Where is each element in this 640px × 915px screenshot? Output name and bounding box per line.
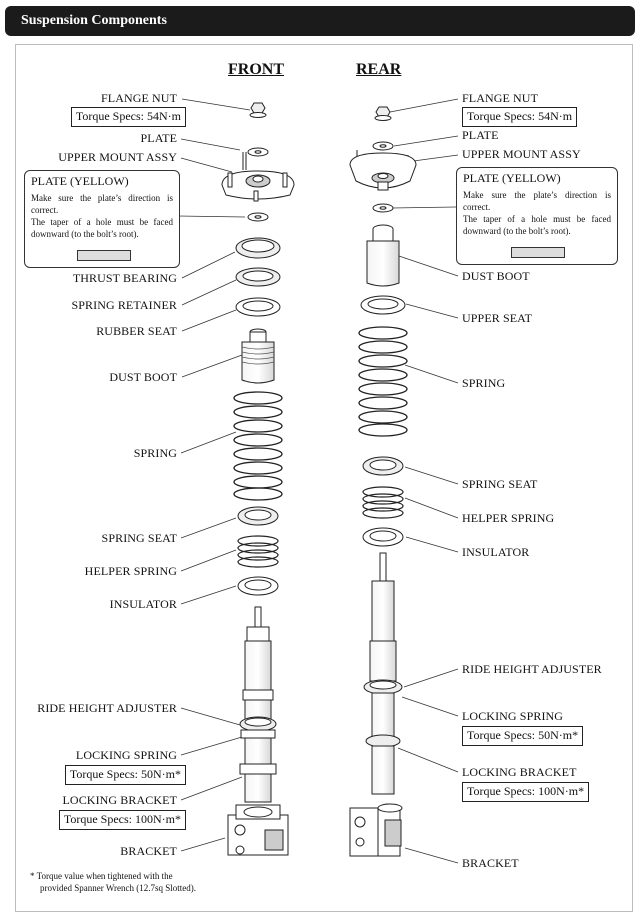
rear-locking-bracket-torque: Torque Specs: 100N·m*	[462, 782, 590, 802]
rear-spring-label: SPRING	[462, 376, 506, 390]
rear-note-body: Make sure the plate’s direction is corre…	[463, 190, 611, 236]
rear-note-title: PLATE (YELLOW)	[463, 171, 561, 185]
front-bracket-label: BRACKET	[120, 844, 177, 858]
rear-parts	[349, 106, 417, 857]
rear-ride-height-label: RIDE HEIGHT ADJUSTER	[462, 662, 602, 676]
torque-footnote: * Torque value when tightened with the p…	[30, 871, 196, 893]
front-thrust-bearing-label: THRUST BEARING	[72, 271, 177, 285]
rear-flange-nut-torque: Torque Specs: 54N·m	[462, 107, 578, 127]
page-title: Suspension Components	[21, 13, 167, 28]
front-spring-label: SPRING	[133, 446, 177, 460]
rear-dust-boot-label: DUST BOOT	[462, 269, 530, 283]
front-spring-retainer-label: SPRING RETAINER	[71, 298, 177, 312]
front-plate-note: PLATE (YELLOW) Make sure the plate’s dir…	[24, 170, 180, 268]
rear-helper-spring-label: HELPER SPRING	[462, 511, 555, 525]
rear-plate-note: PLATE (YELLOW) Make sure the plate’s dir…	[456, 167, 618, 265]
rear-upper-seat-label: UPPER SEAT	[462, 311, 533, 325]
front-title: FRONT	[228, 61, 284, 78]
front-note-title: PLATE (YELLOW)	[31, 174, 129, 188]
rear-upper-mount-label: UPPER MOUNT ASSY	[462, 147, 581, 161]
rear-title: REAR	[356, 61, 402, 78]
front-dust-boot-label: DUST BOOT	[109, 370, 177, 384]
front-plate-label: PLATE	[140, 131, 177, 145]
front-locking-bracket-torque: Torque Specs: 100N·m*	[58, 810, 186, 830]
front-helper-spring-label: HELPER SPRING	[84, 564, 177, 578]
front-parts	[221, 102, 295, 856]
front-upper-mount-label: UPPER MOUNT ASSY	[58, 150, 177, 164]
rear-locking-spring-torque: Torque Specs: 50N·m*	[462, 726, 584, 746]
front-note-body: Make sure the plate’s direction is corre…	[31, 193, 173, 239]
header-bar: Suspension Components	[5, 6, 635, 36]
front-locking-spring-label: LOCKING SPRING	[75, 748, 177, 762]
front-flange-nut-label: FLANGE NUT	[101, 91, 177, 105]
rear-flange-nut-label: FLANGE NUT	[462, 91, 538, 105]
front-locking-spring-torque: Torque Specs: 50N·m*	[64, 765, 186, 785]
front-ride-height-label: RIDE HEIGHT ADJUSTER	[37, 701, 177, 715]
front-insulator-label: INSULATOR	[109, 597, 177, 611]
plate-direction-icon	[77, 250, 131, 261]
front-flange-nut-torque: Torque Specs: 54N·m	[70, 107, 186, 127]
rear-insulator-label: INSULATOR	[462, 545, 530, 559]
plate-direction-icon	[511, 247, 565, 258]
front-locking-bracket-label: LOCKING BRACKET	[62, 793, 177, 807]
rear-bracket-label: BRACKET	[462, 856, 519, 870]
rear-spring-seat-label: SPRING SEAT	[462, 477, 538, 491]
rear-plate-label: PLATE	[462, 128, 499, 142]
rear-locking-spring-label: LOCKING SPRING	[462, 709, 564, 723]
front-spring-seat-label: SPRING SEAT	[101, 531, 177, 545]
front-rubber-seat-label: RUBBER SEAT	[96, 324, 177, 338]
content-frame	[15, 44, 633, 912]
rear-locking-bracket-label: LOCKING BRACKET	[462, 765, 577, 779]
